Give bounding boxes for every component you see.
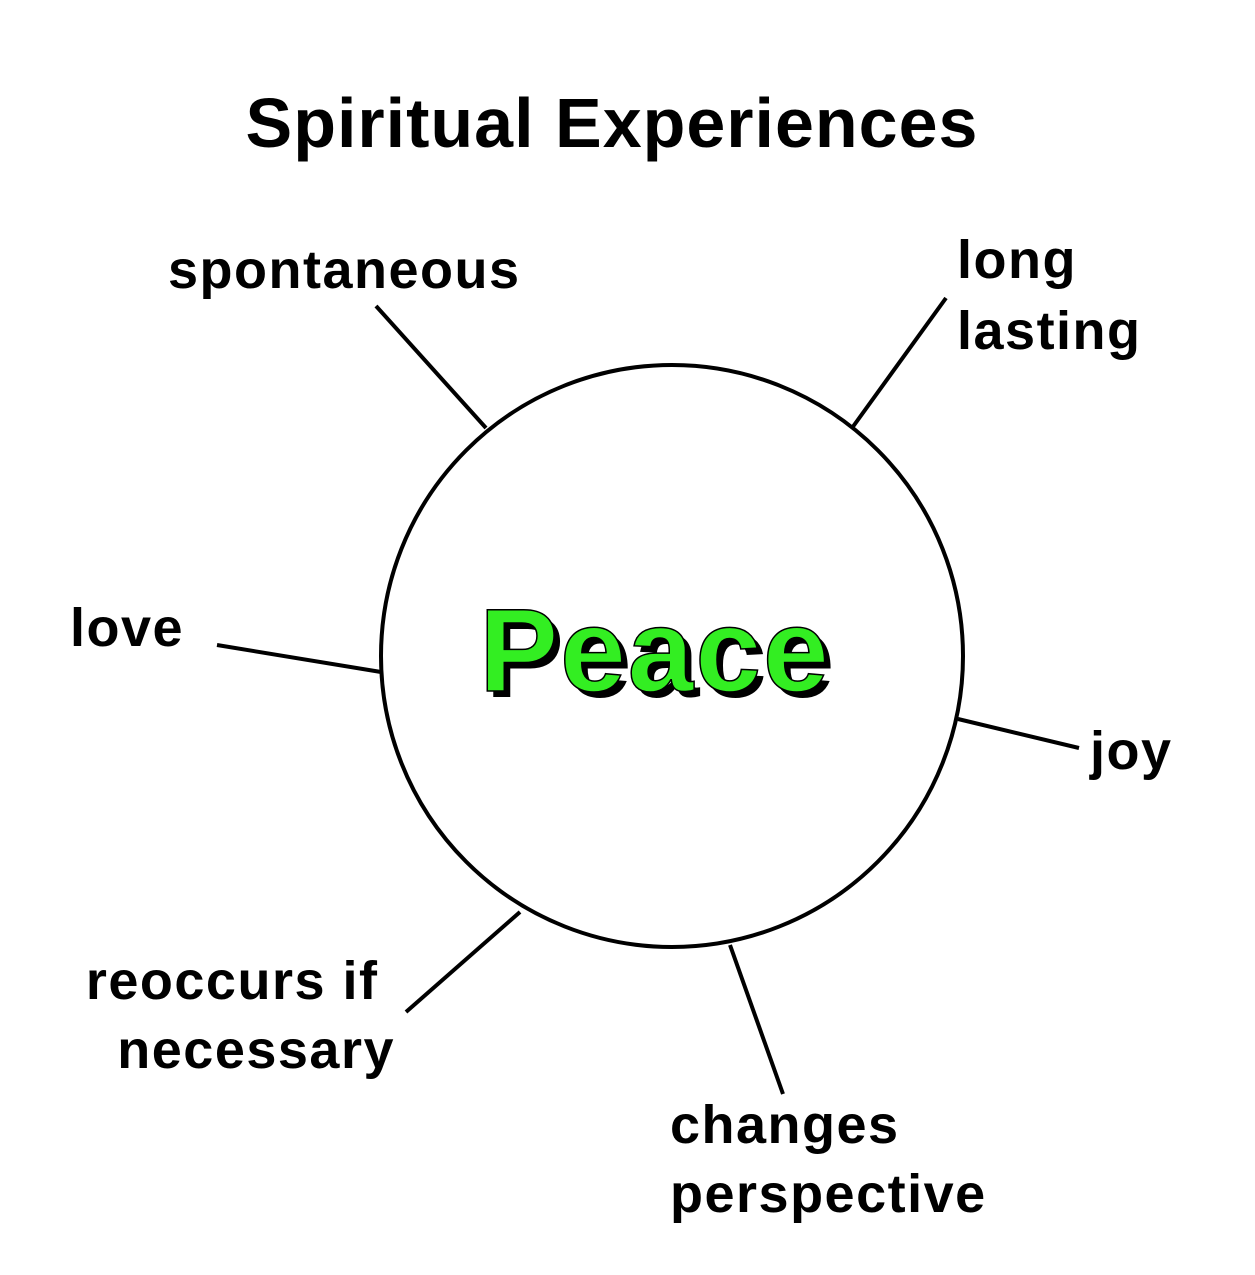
diagram-title: Spiritual Experiences [246,84,979,162]
center-text: Peace [479,585,830,717]
label-reoccurs: reoccurs if necessary [86,951,395,1080]
center-circle [379,363,965,949]
connector-joy [957,717,1080,750]
connector-spontaneous [374,304,488,430]
label-reoccurs-line-2: necessary [117,1020,395,1080]
connector-love [216,643,382,674]
center-text-shadow: Peace [485,591,836,723]
label-long-lasting: long lasting [957,230,1142,361]
label-long-lasting-line-2: lasting [957,301,1142,361]
label-reoccurs-line-1: reoccurs if [86,951,379,1011]
connector-changes-perspective [728,944,785,1095]
connector-reoccurs [404,910,522,1014]
label-long-lasting-line-1: long [957,230,1077,290]
label-joy: joy [1089,721,1173,781]
label-changes-perspective: changes perspective [670,1095,987,1224]
connector-long-lasting [850,296,948,430]
label-changes-perspective-line-1: changes [670,1095,900,1155]
label-changes-perspective-line-2: perspective [670,1164,987,1224]
label-love: love [70,598,184,658]
label-spontaneous: spontaneous [168,240,521,300]
